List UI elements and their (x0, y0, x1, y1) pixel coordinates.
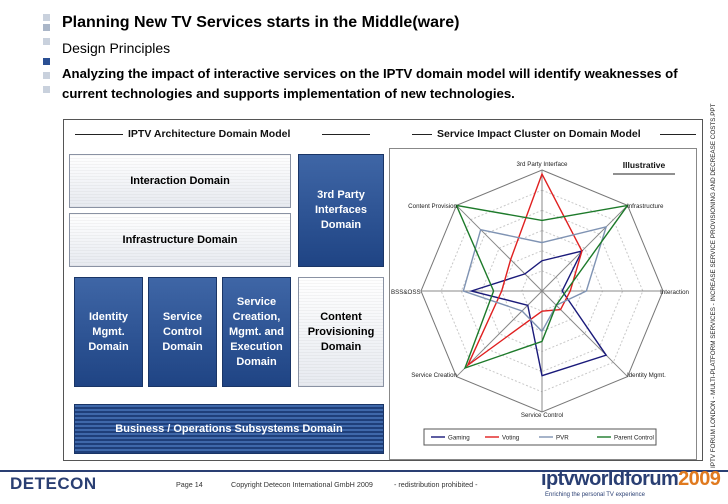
interaction-domain: Interaction Domain (69, 154, 291, 208)
footer-line (0, 470, 728, 472)
service-creation-label: Service (236, 295, 277, 308)
legend-label: Gaming (448, 435, 470, 442)
page-title: Planning New TV Services starts in the M… (62, 14, 460, 31)
illustrative-badge: Illustrative (613, 156, 675, 175)
service-control-domain: Service Control Domain (148, 277, 217, 387)
left-title-rule (322, 134, 370, 135)
content-label: Content (320, 310, 362, 323)
series-pvr (462, 225, 608, 333)
grid-ring (501, 250, 583, 332)
content-label: Provisioning (307, 325, 375, 338)
intro-text: Analyzing the impact of interactive serv… (62, 66, 678, 101)
brand-year: 2009 (678, 468, 721, 490)
axis-label: Interaction (660, 289, 689, 296)
series-gaming (468, 250, 608, 377)
radar-series (455, 172, 630, 377)
copyright: Copyright Detecon International GmbH 200… (231, 480, 373, 489)
service-control-label: Control (162, 325, 203, 338)
axis-label: Content Provision (408, 203, 457, 210)
axis-line (456, 205, 543, 292)
brand-tagline: Enriching the personal TV experience (545, 492, 645, 498)
service-creation-label: Domain (236, 355, 277, 368)
legend-label: PVR (556, 435, 569, 442)
illustrative-label: Illustrative (623, 160, 666, 170)
legend-label: Voting (502, 435, 520, 442)
business-domain-label: Business / Operations Subsystems Domain (115, 422, 343, 435)
third-party-label: Interfaces (315, 204, 367, 216)
identity-domain: Identity Mgmt. Domain (74, 277, 143, 387)
business-domain: Business / Operations Subsystems Domain (74, 404, 384, 454)
identity-label: Identity (88, 310, 129, 323)
infrastructure-domain: Infrastructure Domain (69, 213, 291, 267)
infrastructure-domain-label: Infrastructure Domain (122, 233, 238, 246)
service-control-label: Domain (162, 340, 203, 353)
right-title-rule (660, 134, 696, 135)
series-voting (466, 172, 583, 368)
radar-labels: 3rd Party InterfaceInfrastructureInterac… (391, 161, 690, 419)
axis-label: Service Creation (411, 372, 457, 379)
legend: Gaming Voting PVR Parent Control (423, 428, 657, 446)
service-creation-label: Execution (230, 340, 283, 353)
content-domain: Content Provisioning Domain (298, 277, 384, 387)
third-party-label: 3rd Party (317, 189, 365, 201)
legend-label: Parent Control (614, 435, 654, 442)
axis-label: Identity Mgmt. (627, 372, 666, 379)
side-file-path: IPTV FORUM LONDON - MULTI-PLATFORM SERVI… (710, 103, 717, 468)
brand-main: iptvworldforum (541, 468, 679, 490)
page-number: Page 14 (176, 480, 203, 489)
service-creation-label: Creation, (232, 310, 281, 323)
service-creation-domain: Service Creation, Mgmt. and Execution Do… (222, 277, 291, 387)
page-subtitle: Design Principles (62, 40, 171, 56)
axis-line (541, 205, 628, 292)
third-party-domain: 3rd Party Interfaces Domain (298, 154, 384, 267)
axis-label: Infrastructure (627, 203, 664, 210)
chart-border (389, 148, 697, 460)
redistribution-notice: - redistribution prohibited - (394, 480, 478, 489)
cluster-title: Service Impact Cluster on Domain Model (437, 128, 641, 140)
axis-label: BSS&OSS (391, 289, 421, 296)
axis-label: Service Control (521, 412, 563, 419)
axis-label: 3rd Party Interface (517, 161, 568, 168)
third-party-label: Domain (320, 219, 362, 231)
series-parent-control (455, 204, 630, 370)
content-label: Domain (320, 340, 362, 353)
identity-label: Mgmt. (92, 325, 125, 338)
left-title-rule (75, 134, 123, 135)
identity-label: Domain (88, 340, 129, 353)
right-title-rule (412, 134, 432, 135)
service-creation-label: Mgmt. and (229, 325, 284, 338)
architecture-title: IPTV Architecture Domain Model (128, 128, 291, 140)
iptv-world-forum-logo: iptvworldforum2009 (541, 468, 721, 491)
radar-chart: 3rd Party InterfaceInfrastructureInterac… (389, 148, 697, 460)
service-control-label: Service (162, 310, 203, 323)
content-frame (63, 119, 703, 461)
detecon-logo: DETECON (10, 474, 97, 493)
interaction-domain-label: Interaction Domain (130, 174, 230, 187)
